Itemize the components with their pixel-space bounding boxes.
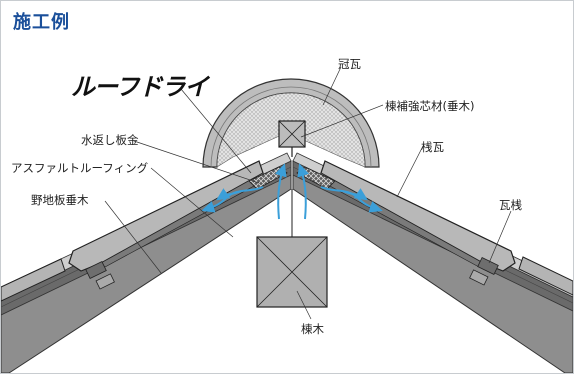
ridge-beam [256,189,328,308]
label-roof-tile: 桟瓦 [421,140,444,154]
label-tile-batten: 瓦桟 [499,198,522,212]
leader-lines [104,66,512,320]
ridge-reinforcement-core [278,120,306,157]
product-logo: ルーフドライ [71,73,209,101]
label-flashing: 水返し板金 [81,133,139,147]
airflow-arrows [201,163,383,220]
label-ridge-beam: 棟木 [301,322,324,336]
label-ridge-reinforcement-core: 棟補強芯材(垂木) [385,99,475,113]
label-ridge-cap-tile: 冠瓦 [338,57,361,71]
left-roof-slope [1,152,292,373]
page-title: 施工例 [13,12,70,33]
label-sheathing-rafter: 野地板垂木 [31,193,89,207]
label-asphalt-roofing: アスファルトルーフィング [11,161,149,175]
right-roof-slope [292,152,573,373]
